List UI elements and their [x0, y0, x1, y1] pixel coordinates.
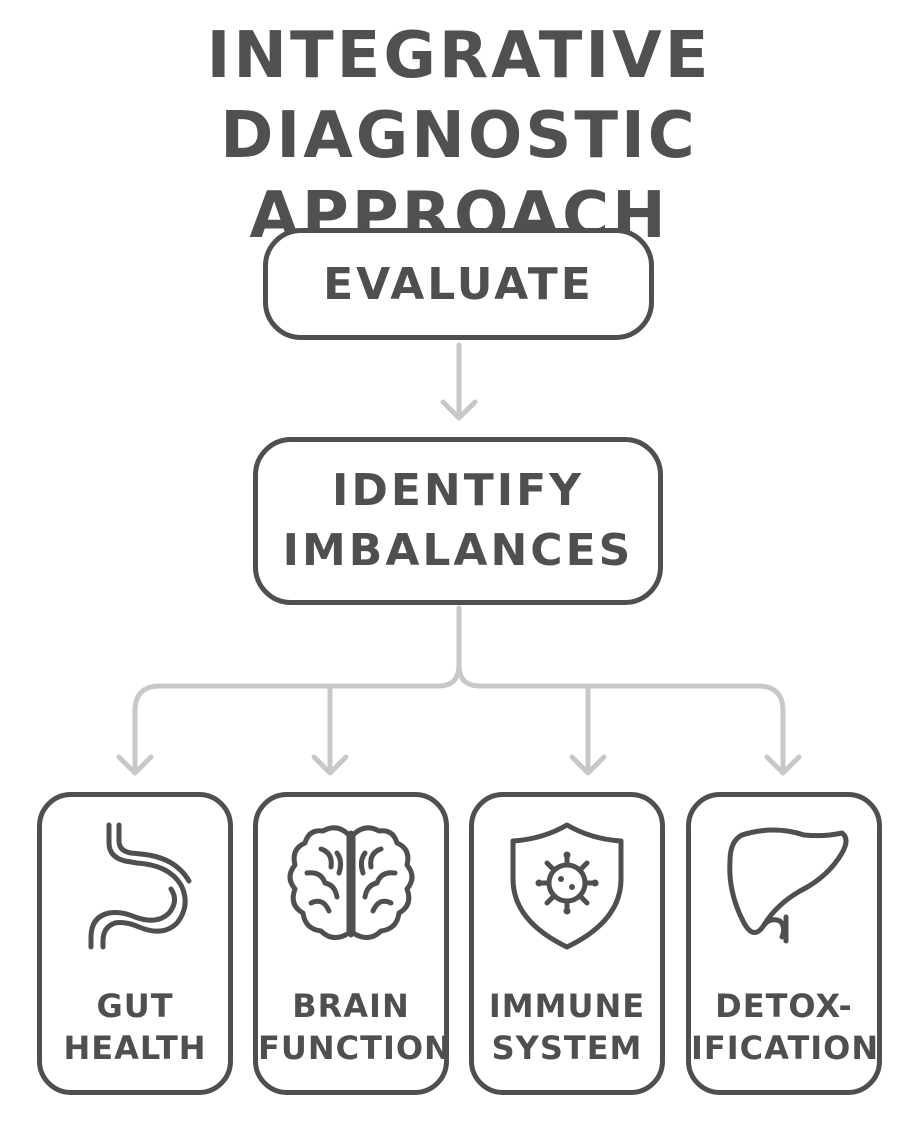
immune-label-line-1: IMMUNE	[488, 987, 646, 1025]
brain-function-label: BRAIN FUNCTION	[258, 985, 452, 1069]
gut-health-label: GUT HEALTH	[42, 985, 228, 1069]
brain-function-card: BRAIN FUNCTION	[253, 792, 452, 1095]
brain-icon	[287, 825, 415, 940]
shield-virus-icon	[510, 822, 624, 950]
brain-label-line-2: FUNCTION	[258, 1029, 452, 1067]
liver-icon	[727, 827, 849, 944]
arrowhead-gut	[116, 754, 154, 776]
detoxification-label: DETOX- IFICATION	[691, 985, 880, 1069]
identify-imbalances-box: IDENTIFY IMBALANCES	[253, 437, 663, 605]
detox-label-line-1: DETOX-	[715, 987, 853, 1025]
evaluate-box: EVALUATE	[263, 228, 654, 340]
brain-label-line-1: BRAIN	[292, 987, 410, 1025]
detoxification-card: DETOX- IFICATION	[686, 792, 882, 1095]
identify-label-line-1: IDENTIFY	[331, 465, 585, 516]
arrowhead-immune	[569, 754, 607, 776]
gut-health-card: GUT HEALTH	[37, 792, 233, 1095]
immune-label-line-2: SYSTEM	[491, 1029, 643, 1067]
arrowhead-brain	[311, 754, 349, 776]
title-line-1: INTEGRATIVE	[206, 19, 712, 93]
stomach-icon	[88, 822, 192, 950]
arrowhead-identify	[440, 399, 478, 421]
gut-label-line-1: GUT	[96, 987, 174, 1025]
evaluate-label: EVALUATE	[323, 258, 594, 310]
immune-system-card: IMMUNE SYSTEM	[469, 792, 665, 1095]
connector-trunk	[132, 605, 462, 773]
detox-label-line-2: IFICATION	[691, 1029, 880, 1067]
identify-label-line-2: IMBALANCES	[282, 525, 634, 576]
arrowhead-detox	[764, 754, 802, 776]
immune-system-label: IMMUNE SYSTEM	[474, 985, 660, 1069]
gut-label-line-2: HEALTH	[63, 1029, 207, 1067]
connector-right	[456, 662, 786, 773]
